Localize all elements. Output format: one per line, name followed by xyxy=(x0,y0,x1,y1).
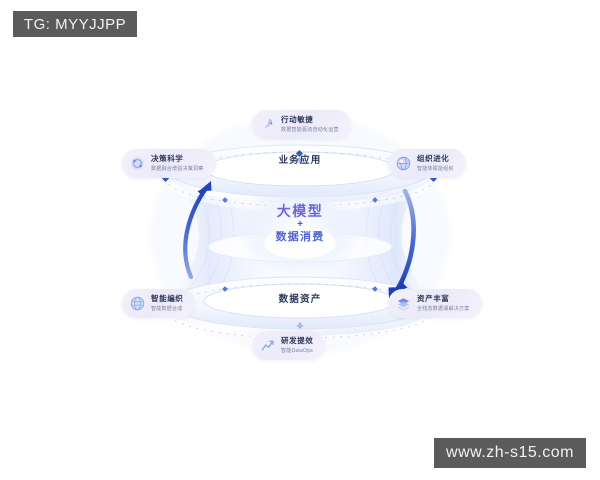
card-action-agility[interactable]: 行动敏捷 数据智能驱动自动化运营 xyxy=(252,110,351,139)
card-intelligent-weaving[interactable]: 智能编织 智能数据合成 xyxy=(122,289,196,318)
card-title: 资产丰富 xyxy=(417,294,450,303)
card-subtitle: 数据智能驱动自动化运营 xyxy=(281,127,339,133)
card-text-group: 决策科学 数据融合增强决策洞察 xyxy=(151,154,204,173)
card-title: 智能编织 xyxy=(151,294,184,303)
card-asset-richness[interactable]: 资产丰富 全栈态数据湖解决方案 xyxy=(388,289,482,318)
card-title: 行动敏捷 xyxy=(281,115,314,124)
card-subtitle: 数据融合增强决策洞察 xyxy=(151,166,204,172)
card-subtitle: 全栈态数据湖解决方案 xyxy=(417,306,470,312)
chart-up-icon xyxy=(261,340,274,351)
layers-icon xyxy=(397,298,410,311)
card-text-group: 行动敏捷 数据智能驱动自动化运营 xyxy=(281,115,339,134)
globe-icon xyxy=(130,296,145,311)
card-text-group: 智能编织 智能数据合成 xyxy=(151,294,183,313)
rocket-icon xyxy=(263,118,273,129)
card-title: 研发提效 xyxy=(281,336,314,345)
sphere-icon xyxy=(396,156,411,171)
card-text-group: 研发提效 智能DataOps xyxy=(281,336,313,355)
card-organization-evolution[interactable]: 组织进化 智能体赋能组织 xyxy=(388,149,466,178)
card-subtitle: 智能DataOps xyxy=(281,348,313,354)
card-subtitle: 智能数据合成 xyxy=(151,306,183,312)
card-subtitle: 智能体赋能组织 xyxy=(417,166,454,172)
card-title: 决策科学 xyxy=(151,154,184,163)
card-rnd-efficiency[interactable]: 研发提效 智能DataOps xyxy=(252,331,326,360)
card-text-group: 组织进化 智能体赋能组织 xyxy=(417,154,454,173)
watermark-bottom-right: www.zh-s15.com xyxy=(434,438,586,468)
network-icon xyxy=(131,157,144,170)
card-text-group: 资产丰富 全栈态数据湖解决方案 xyxy=(417,294,470,313)
card-title: 组织进化 xyxy=(417,154,450,163)
card-decision-science[interactable]: 决策科学 数据融合增强决策洞察 xyxy=(122,149,216,178)
watermark-top-left: TG: MYYJJPP xyxy=(13,11,137,37)
